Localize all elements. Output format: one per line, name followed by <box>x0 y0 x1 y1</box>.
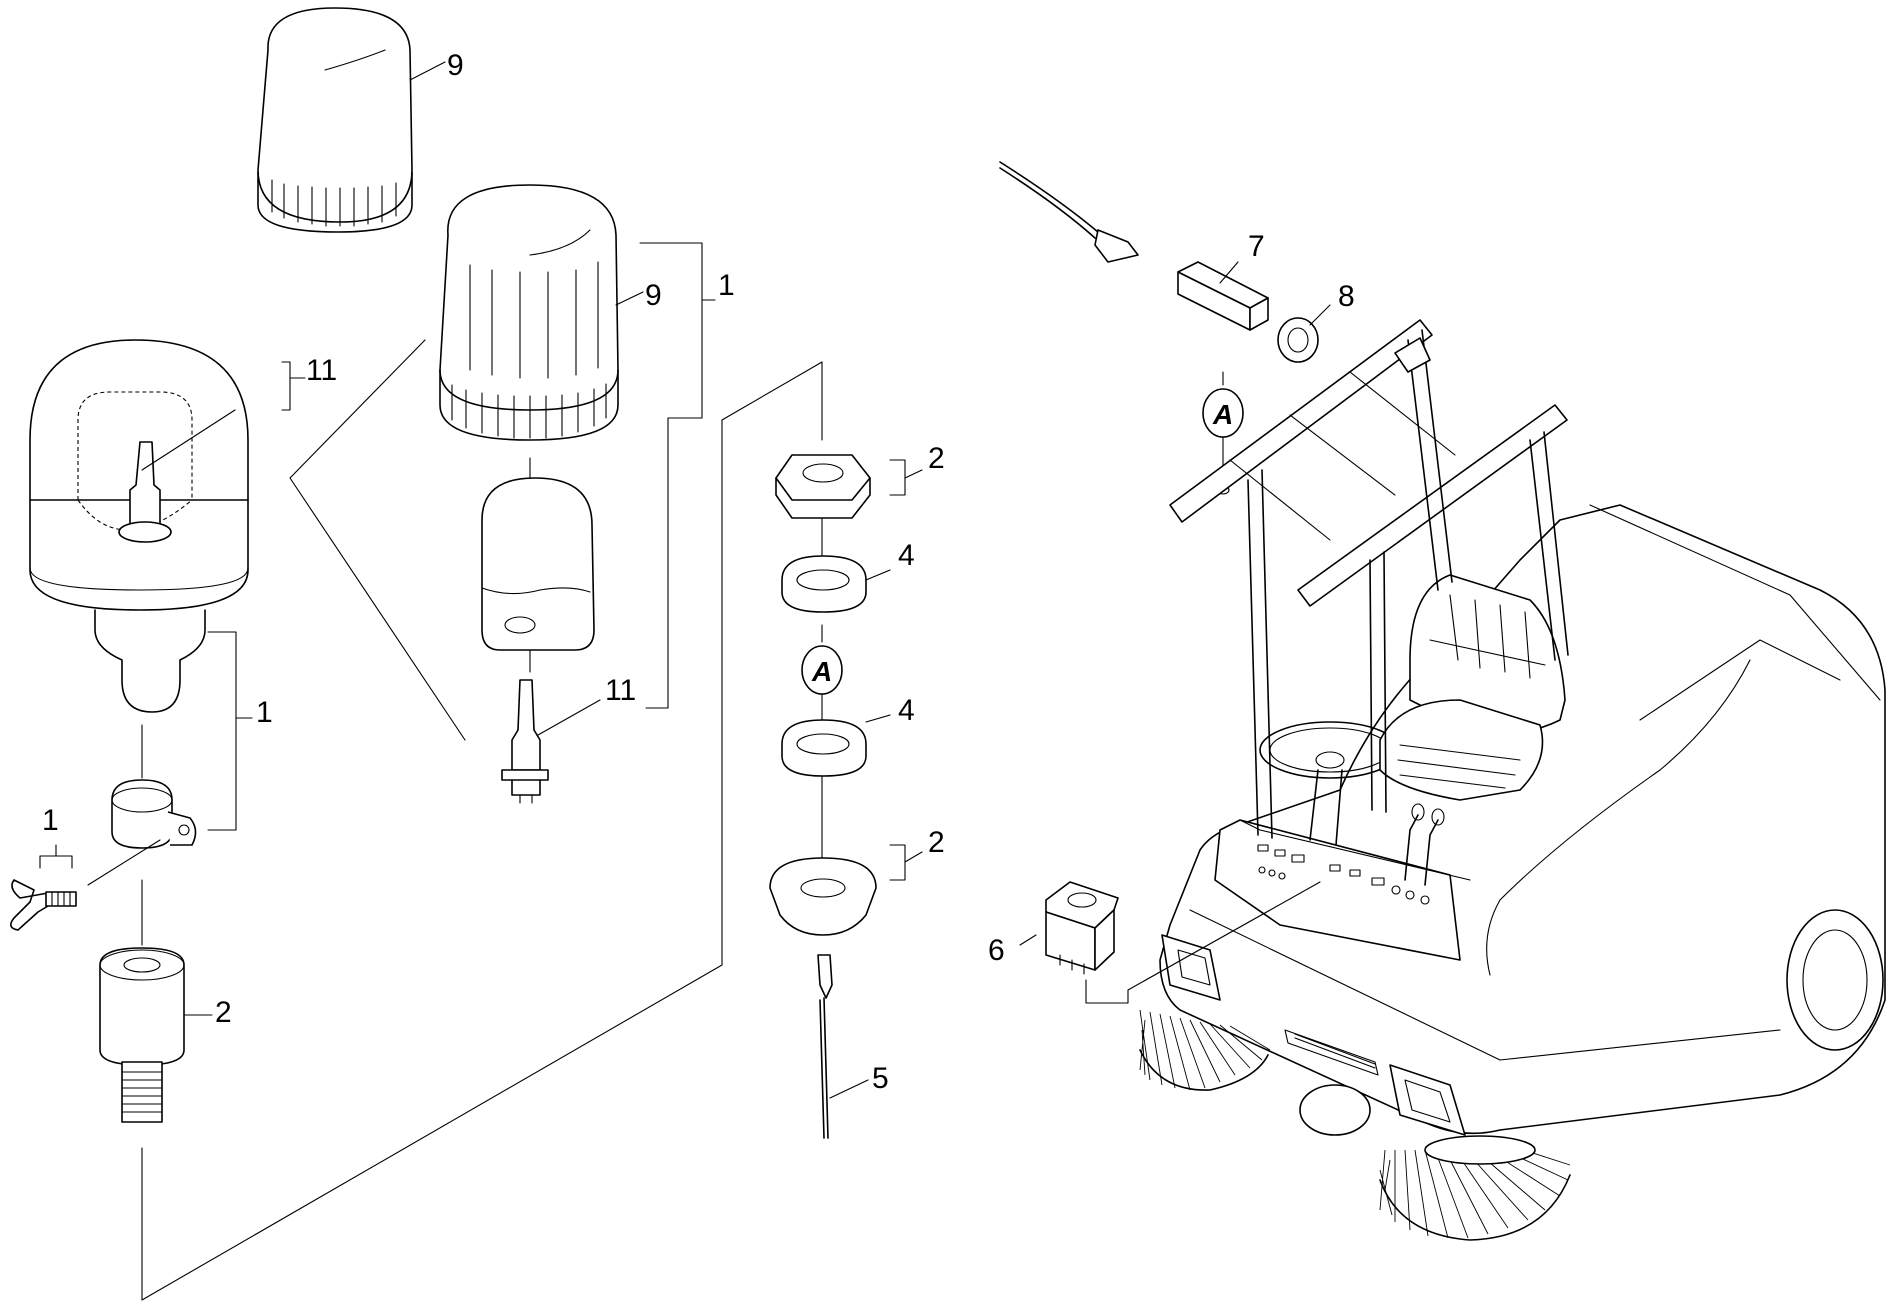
beacon-assembled <box>29 339 249 713</box>
beacon-cap-ribbed <box>439 184 619 441</box>
callout-2-adapter: 2 <box>215 996 232 1029</box>
callout-11-mid: 11 <box>605 674 636 707</box>
callout-4-upper: 4 <box>898 539 915 572</box>
callout-1-clamp: 1 <box>256 696 273 729</box>
callout-5-cable: 5 <box>872 1062 889 1095</box>
threaded-adapter <box>99 947 185 1123</box>
callout-2-nut-top: 2 <box>928 442 945 475</box>
grommet <box>1277 317 1319 363</box>
rocker-switch <box>1045 881 1119 975</box>
callout-11-left: 11 <box>306 354 337 387</box>
sweeper-machine <box>1139 319 1886 1241</box>
side-brush-right <box>1379 1135 1571 1241</box>
washer-lower <box>781 719 867 777</box>
callout-6-switch: 6 <box>988 934 1005 967</box>
clamp-ring <box>111 779 197 849</box>
reflector <box>481 477 595 651</box>
callout-1-top: 1 <box>718 269 735 302</box>
callout-1-screw: 1 <box>42 804 59 837</box>
hex-nut-bottom <box>769 857 877 936</box>
svg-text:A: A <box>811 656 832 687</box>
cable-connector <box>817 954 833 1139</box>
halogen-bulb-mid <box>501 679 549 804</box>
callout-2-nut-bottom: 2 <box>928 826 945 859</box>
leader-9-mid <box>615 291 644 306</box>
beacon-cap-plain <box>257 7 413 233</box>
fuse-wire <box>999 161 1139 263</box>
svg-text:A: A <box>1212 399 1233 430</box>
callout-7-fuse: 7 <box>1248 230 1265 263</box>
reference-a-center: A <box>801 645 843 695</box>
bracket-1-top <box>639 242 703 709</box>
callout-4-lower: 4 <box>898 694 915 727</box>
leader-11-left <box>141 409 236 471</box>
fuse-holder <box>1177 261 1269 331</box>
callout-9-mid: 9 <box>645 279 662 312</box>
side-brush-left <box>1139 1009 1271 1091</box>
hex-nut-top <box>775 454 871 519</box>
wing-screw <box>10 879 77 931</box>
callout-9-top: 9 <box>447 49 464 82</box>
leader-11-mid <box>537 699 601 736</box>
leader-9-top <box>409 61 446 81</box>
callout-8-grommet: 8 <box>1338 280 1355 313</box>
washer-upper <box>781 555 867 613</box>
